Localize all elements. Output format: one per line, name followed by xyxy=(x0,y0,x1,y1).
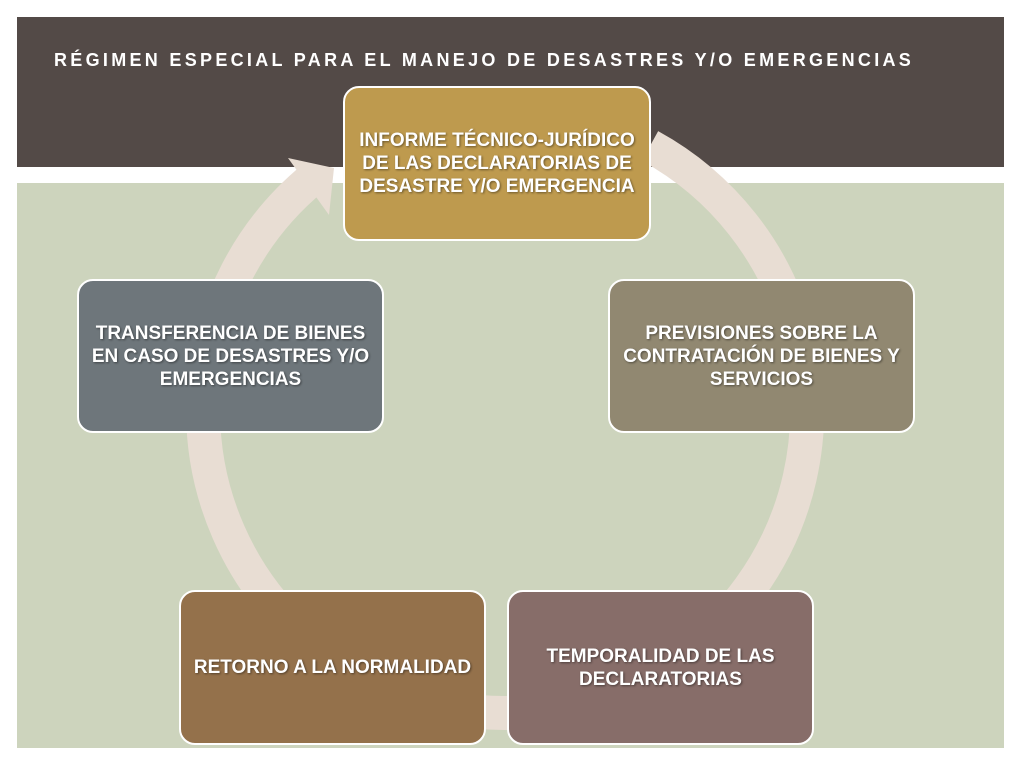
slide-title: RÉGIMEN ESPECIAL PARA EL MANEJO DE DESAS… xyxy=(54,50,915,70)
cycle-node-label: INFORME TÉCNICO-JURÍDICO DE LAS DECLARAT… xyxy=(359,130,635,197)
cycle-node-label: TRANSFERENCIA DE BIENES EN CASO DE DESAS… xyxy=(91,322,370,390)
cycle-node-previsiones: PREVISIONES SOBRE LA CONTRATACIÓN DE BIE… xyxy=(608,279,915,433)
cycle-node-temporalidad: TEMPORALIDAD DE LAS DECLARATORIAS xyxy=(507,590,814,745)
cycle-node-retorno: RETORNO A LA NORMALIDAD xyxy=(179,590,486,745)
cycle-node-label: PREVISIONES SOBRE LA CONTRATACIÓN DE BIE… xyxy=(623,322,900,390)
cycle-node-label: RETORNO A LA NORMALIDAD xyxy=(193,657,472,678)
cycle-node-label: TEMPORALIDAD DE LAS DECLARATORIAS xyxy=(546,645,775,690)
cycle-arrowhead xyxy=(288,158,334,215)
cycle-node-informe: INFORME TÉCNICO-JURÍDICO DE LAS DECLARAT… xyxy=(343,86,651,241)
cycle-node-transferencia: TRANSFERENCIA DE BIENES EN CASO DE DESAS… xyxy=(77,279,384,433)
